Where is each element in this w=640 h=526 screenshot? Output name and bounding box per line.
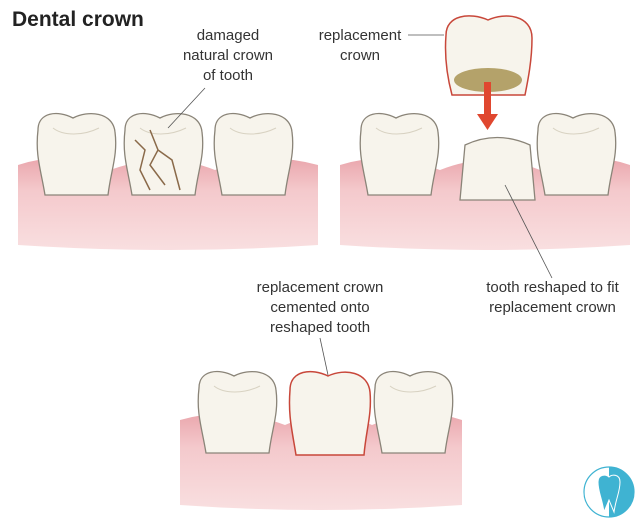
label-line: crown [339,47,380,64]
tooth-logo [583,466,635,518]
label-line: replacement crown [256,279,384,296]
tooth-right-3 [536,112,617,196]
label-line: replacement [318,27,402,44]
pointer-damaged [167,87,206,129]
label-line: reshaped tooth [269,319,371,336]
label-line: replacement crown [489,299,616,316]
tooth-right-1 [359,112,440,196]
arrow-down-icon [477,82,498,130]
label-line: natural crown [182,47,274,64]
pointer-reshaped [504,184,553,279]
tooth-left-3 [213,112,294,196]
tooth-bottom-1 [197,370,278,454]
tooth-bottom-3 [373,370,454,454]
pointer-cemented [319,337,329,376]
replacement-crown [444,15,533,96]
label-line: tooth reshaped to fit [486,279,619,296]
label-cemented-crown: replacement crown cemented onto reshaped… [240,278,400,338]
label-reshaped-tooth: tooth reshaped to fit replacement crown [465,278,640,318]
label-damaged-crown: damaged natural crown of tooth [168,26,288,86]
label-replacement-crown: replacement crown [305,26,415,66]
label-line: damaged [196,27,260,44]
label-line: cemented onto [270,299,370,316]
reshaped-tooth [459,136,536,201]
tooth-left-1 [36,112,117,196]
damaged-tooth [123,112,204,196]
cemented-crown [288,370,372,456]
label-line: of tooth [202,67,254,84]
page-title: Dental crown [12,8,144,31]
